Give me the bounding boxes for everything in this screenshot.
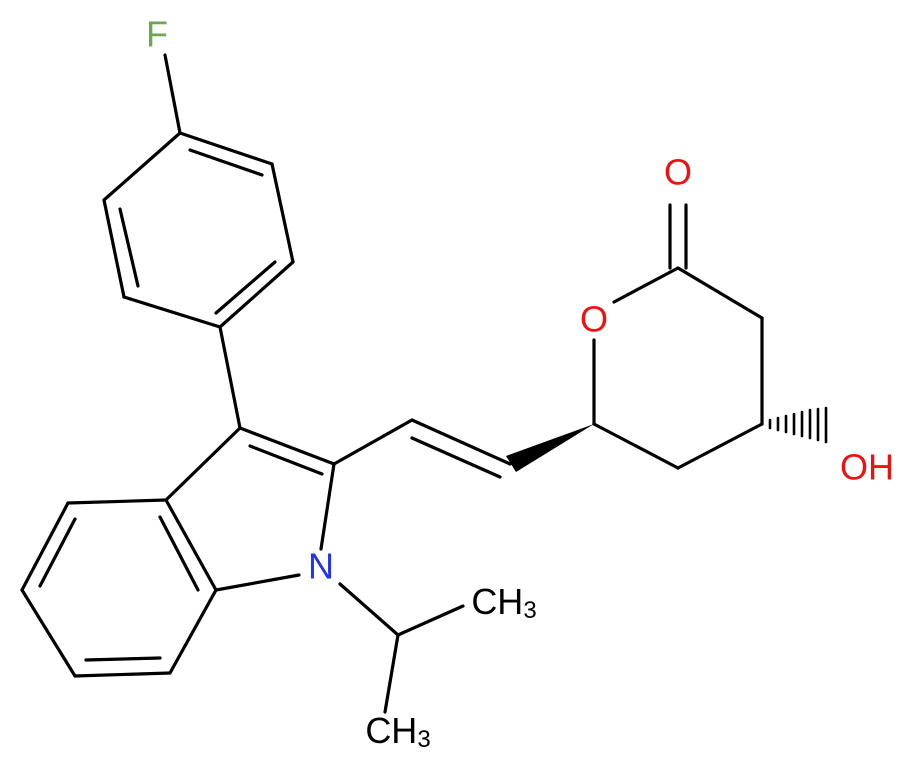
bond-aryl-c3 [218,325,242,430]
double-bond-inner [214,260,277,315]
bond [164,498,218,592]
double-bond-inner [38,517,77,588]
nitrogen-atom: N [308,546,334,587]
methyl-top-label: CH3 [471,581,536,625]
hydroxyl-group: OH [840,447,894,488]
double-bond-inner [118,207,140,288]
hashed-wedge-bond [768,406,828,444]
bond [612,266,680,304]
bond [164,426,242,502]
methyl-bottom-label: CH3 [365,710,430,754]
ring-oxygen-atom: O [580,299,608,340]
bond-ch-ch3 [383,633,400,714]
bond [102,198,126,299]
double-bond-inner [188,148,264,177]
wedge-bond [506,424,594,472]
fluorophenyl-ring [102,131,295,329]
bond-n-ch [338,582,400,637]
bond [214,573,301,592]
indole-pyrrole-ring [164,426,336,592]
double-bond-inner [158,515,200,592]
bond [20,501,70,592]
bond [218,260,295,329]
bond [676,422,764,470]
bond [102,131,182,202]
double-bond-inner [84,656,162,662]
bond-vinyl [410,418,512,466]
bond-ch-ch3 [396,604,465,637]
bond [168,588,218,675]
bond [319,462,336,551]
indole-benzene-ring [20,498,218,678]
bond [592,422,680,470]
bond [676,266,764,320]
bond-c2-vinyl [332,418,414,466]
double-bond-inner [248,444,324,476]
double-bond-inner [410,436,502,479]
bond [270,162,295,264]
bond [20,588,77,678]
bond-c-f [163,53,182,135]
carbonyl-oxygen-atom: O [664,152,692,193]
fluorine-atom: F [146,14,168,55]
bond [238,426,336,466]
lactone-ring [592,266,764,470]
bond [122,295,222,329]
bond [66,498,168,505]
bond [178,131,274,166]
bond [73,671,172,678]
